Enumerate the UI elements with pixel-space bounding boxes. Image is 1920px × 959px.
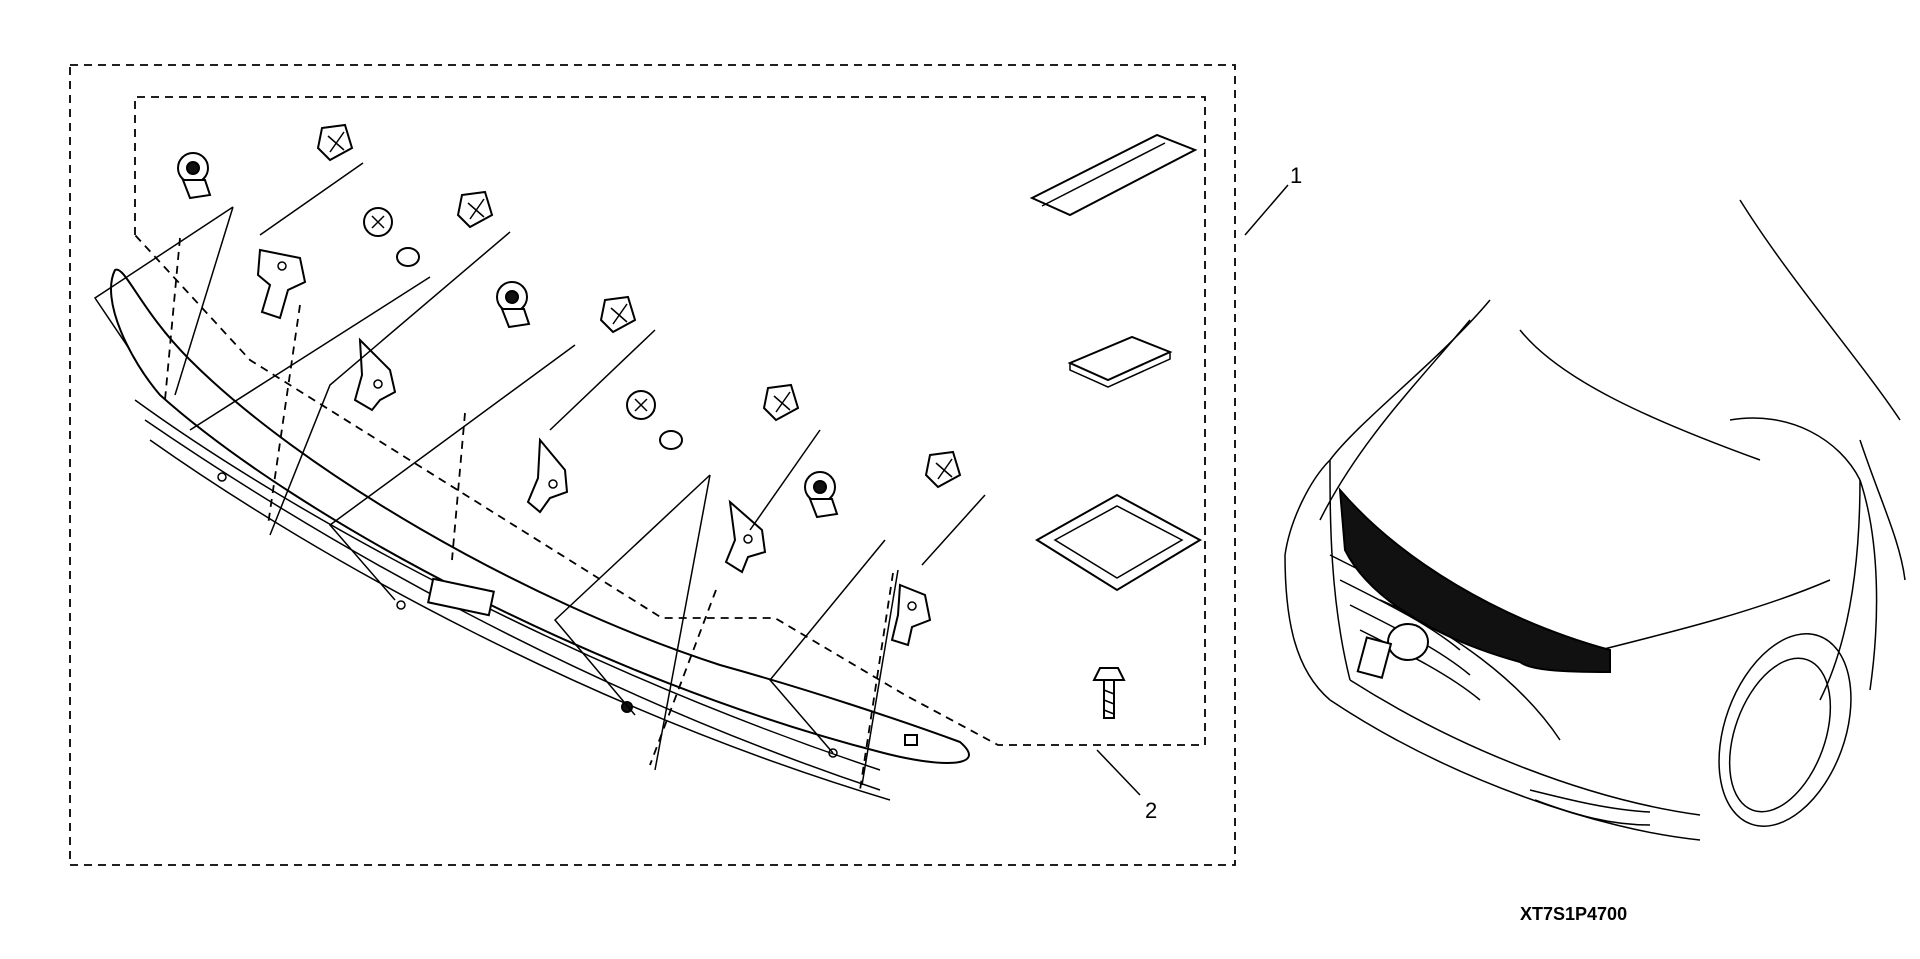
callout-1-leader	[1244, 184, 1289, 236]
screw-washer-1	[363, 207, 420, 267]
dashed-leaders	[164, 237, 894, 791]
bolt	[1092, 667, 1126, 719]
callout-1-label: 1	[1290, 163, 1302, 188]
vehicle-front-view	[1284, 199, 1906, 841]
clip-nut-5	[924, 450, 962, 489]
clip-nut-3	[599, 295, 637, 334]
push-clip-3	[804, 471, 839, 519]
bracket-2	[353, 337, 397, 412]
clip-nut-4	[762, 383, 800, 422]
clip-nut-1	[316, 123, 354, 162]
part-number: XT7S1P4700	[1520, 904, 1627, 924]
foam-pad	[1067, 335, 1173, 388]
push-clip-1	[177, 152, 212, 200]
bracket-5	[890, 583, 932, 647]
hardware-inner-boundary	[134, 96, 1206, 746]
callout-2-label: 2	[1145, 798, 1157, 823]
hood-deflector	[110, 268, 970, 801]
kit-outer-boundary	[69, 64, 1236, 866]
installation-template	[1035, 493, 1203, 592]
leader-lines	[93, 162, 986, 786]
adhesive-tape-strip	[1029, 133, 1198, 217]
callout-2-leader	[1096, 749, 1141, 796]
installed-visor	[1338, 487, 1611, 674]
screw-washer-2	[626, 390, 683, 450]
bracket-3	[526, 437, 569, 514]
push-clip-2	[496, 281, 531, 329]
bracket-1	[256, 248, 307, 320]
bracket-4	[724, 499, 767, 574]
clip-nut-2	[456, 190, 494, 229]
